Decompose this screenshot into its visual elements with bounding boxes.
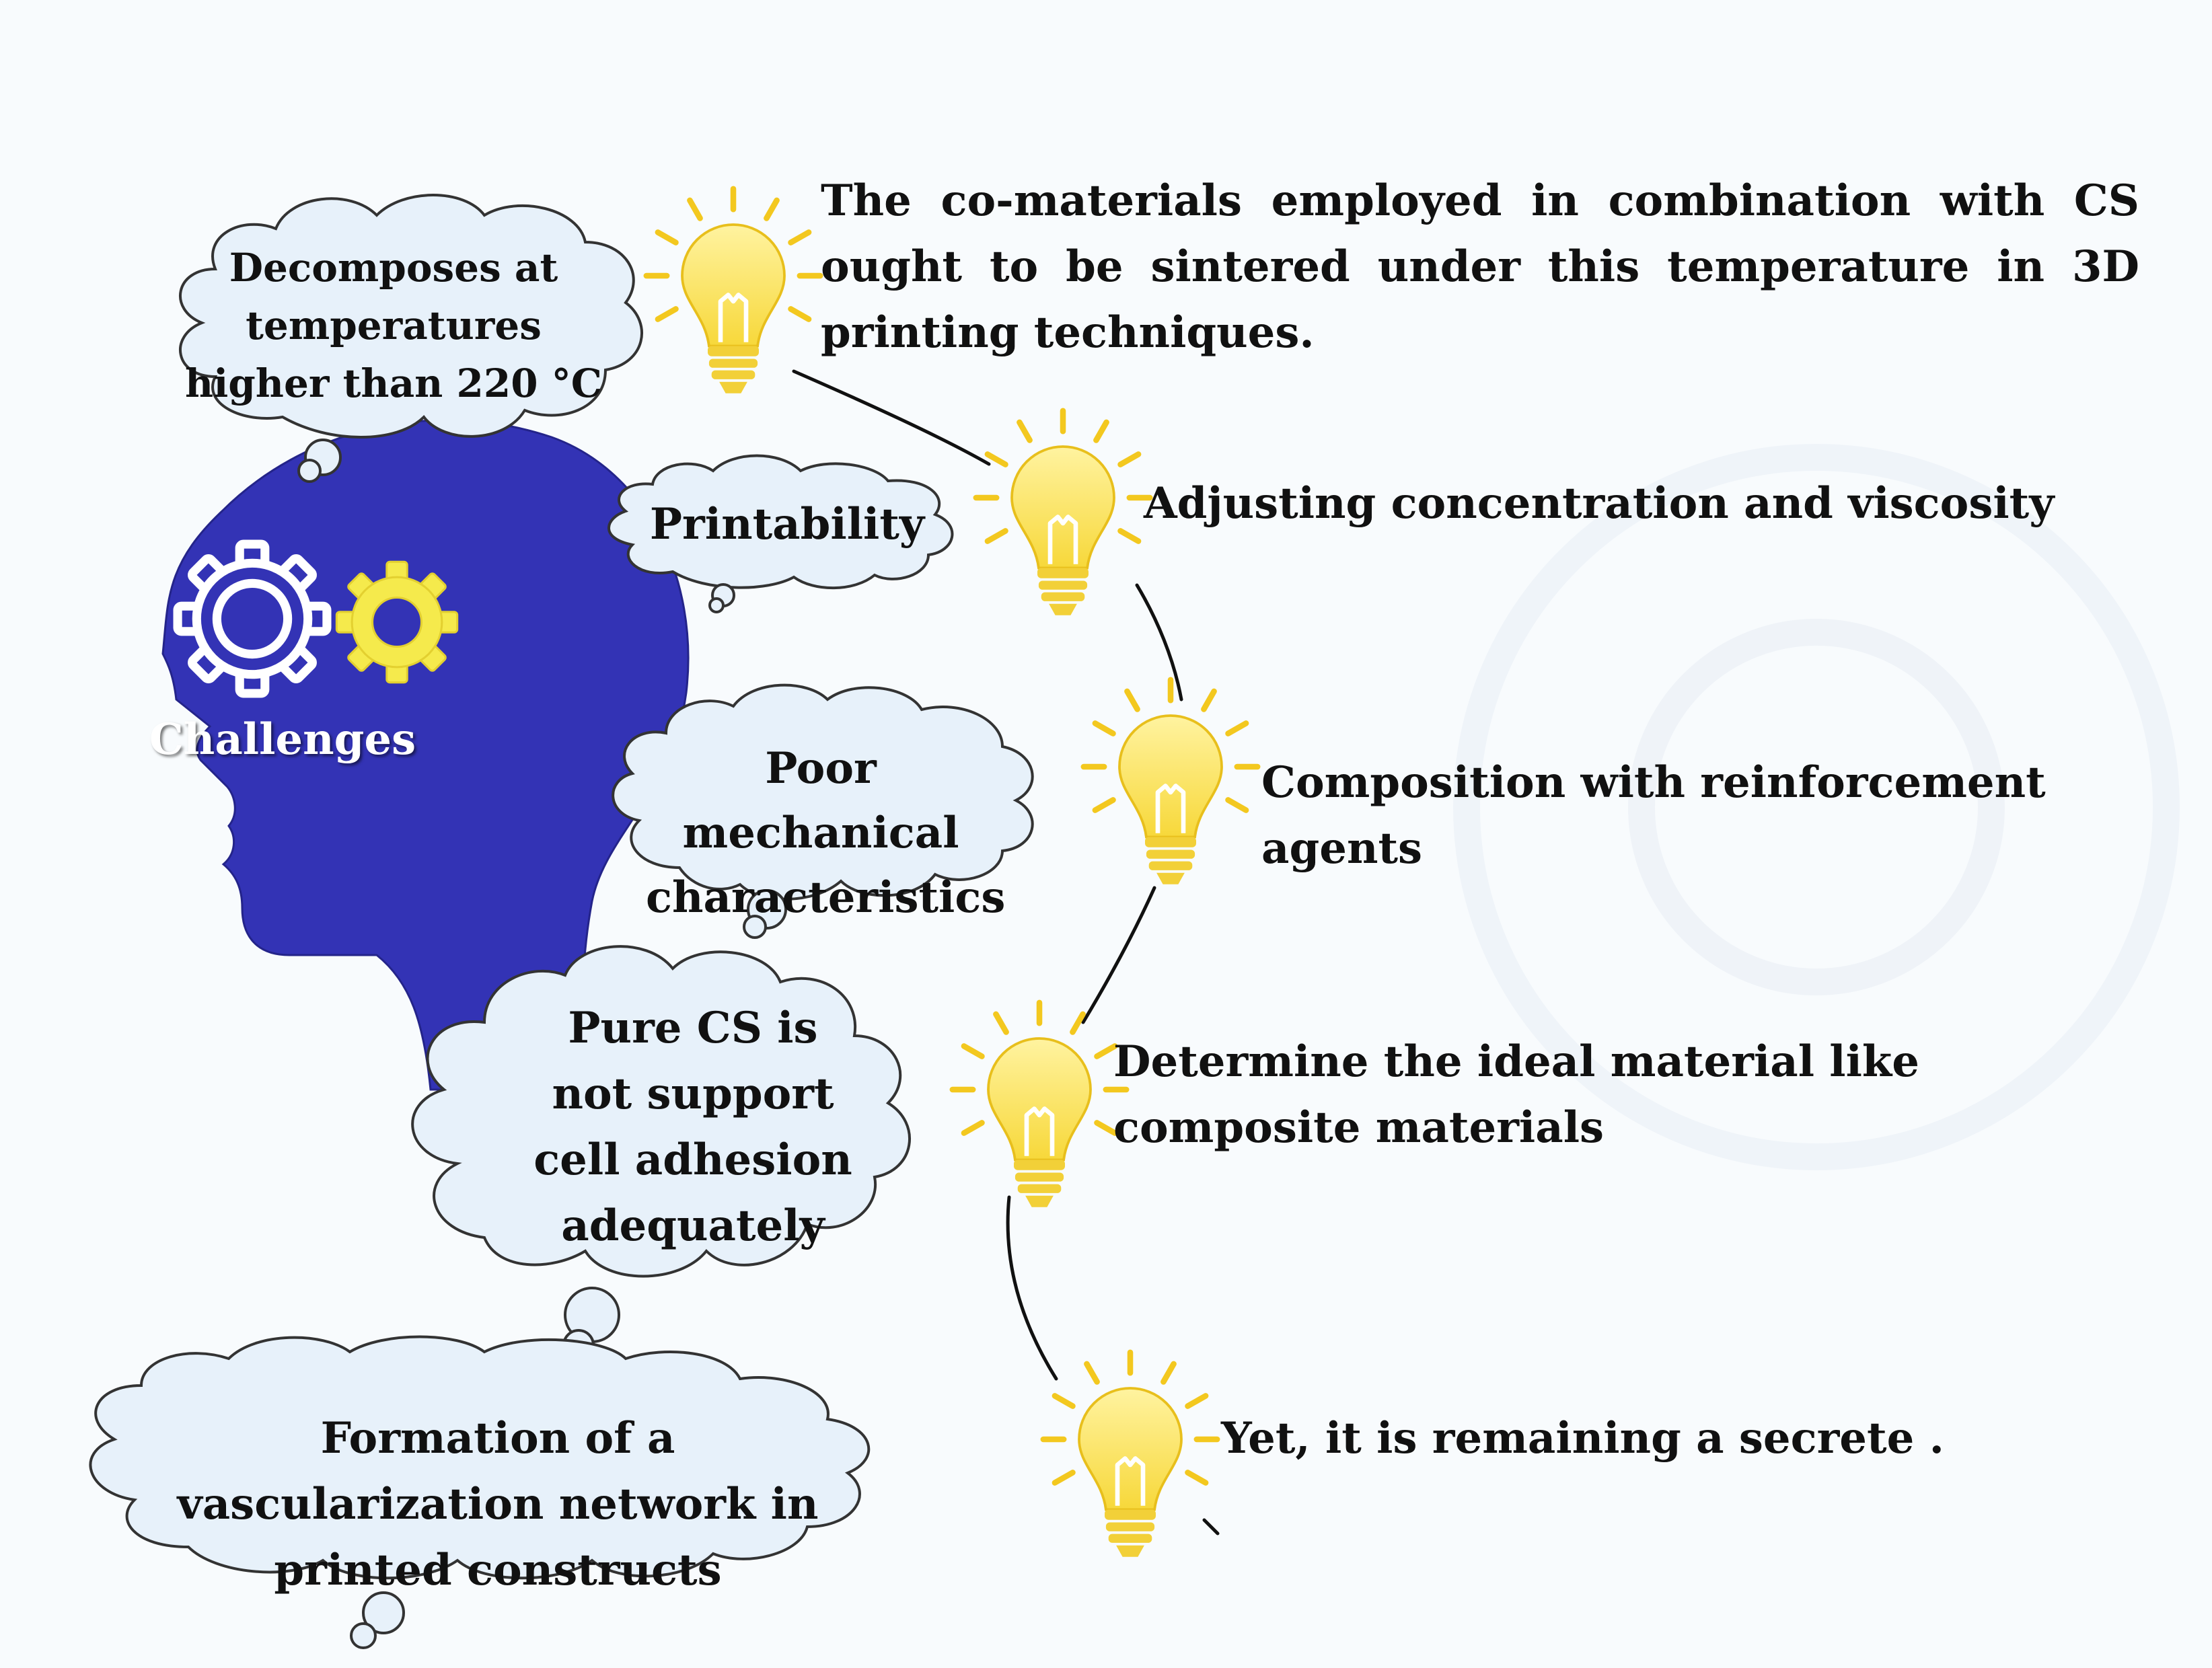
lightbulb-icon: [976, 411, 1150, 615]
challenge-text-cell-adhesion: Pure CS is not support cell adhesion ade…: [533, 1003, 852, 1251]
challenge-text-printability: Printability: [649, 499, 925, 549]
head-label: Challenges: [149, 714, 416, 765]
yellow-gear-icon: [335, 560, 459, 684]
lightbulb-icon: [1084, 680, 1257, 884]
challenge-text-vascularization: Formation of a vascularization network i…: [177, 1413, 819, 1595]
thought-cloud-printability: [607, 454, 954, 613]
thought-cloud-temperature: [178, 194, 643, 483]
white-gear-icon: [178, 544, 327, 693]
solution-text-cell-adhesion: Determine the ideal material like compos…: [1113, 1036, 1919, 1153]
lightbulb-icon: [953, 1003, 1126, 1207]
solution-text-vascularization: Yet, it is remaining a secrete .: [1221, 1413, 1944, 1464]
thought-cloud-vascularization: [89, 1335, 871, 1649]
background-gear-watermark: [1453, 444, 2180, 1170]
thought-cloud-mechanical: [612, 683, 1034, 939]
solution-text-temperature: The co-materials employed in combination…: [821, 176, 2139, 358]
solution-text-mechanical: Composition with reinforcement agents: [1261, 757, 2046, 874]
solution-text-printability: Adjusting concentration and viscosity: [1144, 478, 2055, 529]
challenge-text-temperature: Decomposes at temperatures higher than 2…: [185, 245, 602, 406]
lightbulb-icon: [647, 189, 820, 393]
challenge-text-mechanical: Poor mechanical characteristics: [646, 743, 1006, 923]
lightbulb-icon: [1043, 1353, 1217, 1557]
connector-line: [792, 369, 1220, 1536]
